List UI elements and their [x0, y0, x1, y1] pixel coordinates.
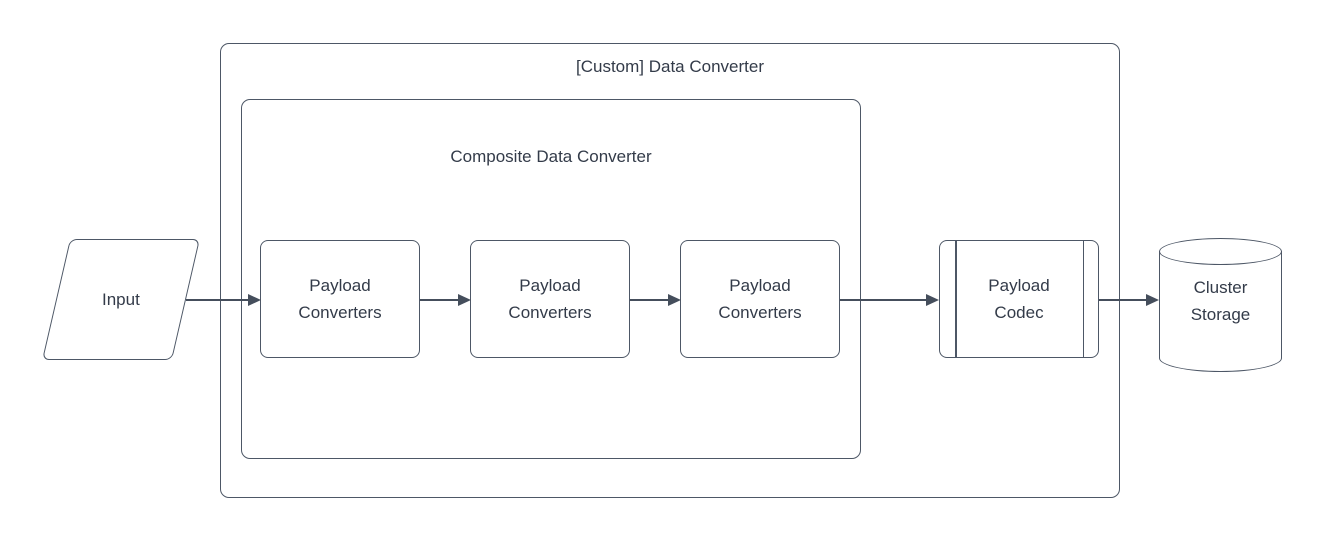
group-custom-data-converter: [Custom] Data Converter: [220, 43, 1120, 498]
cylinder-body: [1159, 251, 1282, 372]
group-custom-data-converter-label: [Custom] Data Converter: [575, 57, 764, 76]
node-payload-converters-1: Payload Converters: [260, 240, 420, 358]
node-payload-converters-2-label: Payload Converters: [508, 276, 592, 322]
node-cluster-storage-label: Cluster Storage: [1190, 278, 1251, 324]
cylinder-top-ellipse: [1159, 238, 1282, 265]
node-input: Input: [42, 239, 200, 360]
codec-right-rule: [1082, 241, 1084, 357]
node-payload-converters-3-label: Payload Converters: [718, 276, 802, 322]
arrowhead-icon: [458, 294, 471, 306]
arrowhead-icon: [926, 294, 939, 306]
node-payload-codec: Payload Codec: [939, 240, 1099, 358]
node-cluster-storage: Cluster Storage: [1159, 238, 1282, 372]
node-payload-codec-label: Payload Codec: [988, 276, 1050, 322]
group-composite-data-converter-label: Composite Data Converter: [450, 147, 652, 166]
node-payload-converters-2: Payload Converters: [470, 240, 630, 358]
node-payload-converters-3: Payload Converters: [680, 240, 840, 358]
codec-left-rule: [955, 241, 957, 357]
arrowhead-icon: [1146, 294, 1159, 306]
node-input-label: Input: [102, 290, 140, 309]
group-composite-data-converter: Composite Data Converter: [241, 99, 861, 459]
node-payload-converters-1-label: Payload Converters: [298, 276, 382, 322]
arrowhead-icon: [668, 294, 681, 306]
arrowhead-icon: [248, 294, 261, 306]
